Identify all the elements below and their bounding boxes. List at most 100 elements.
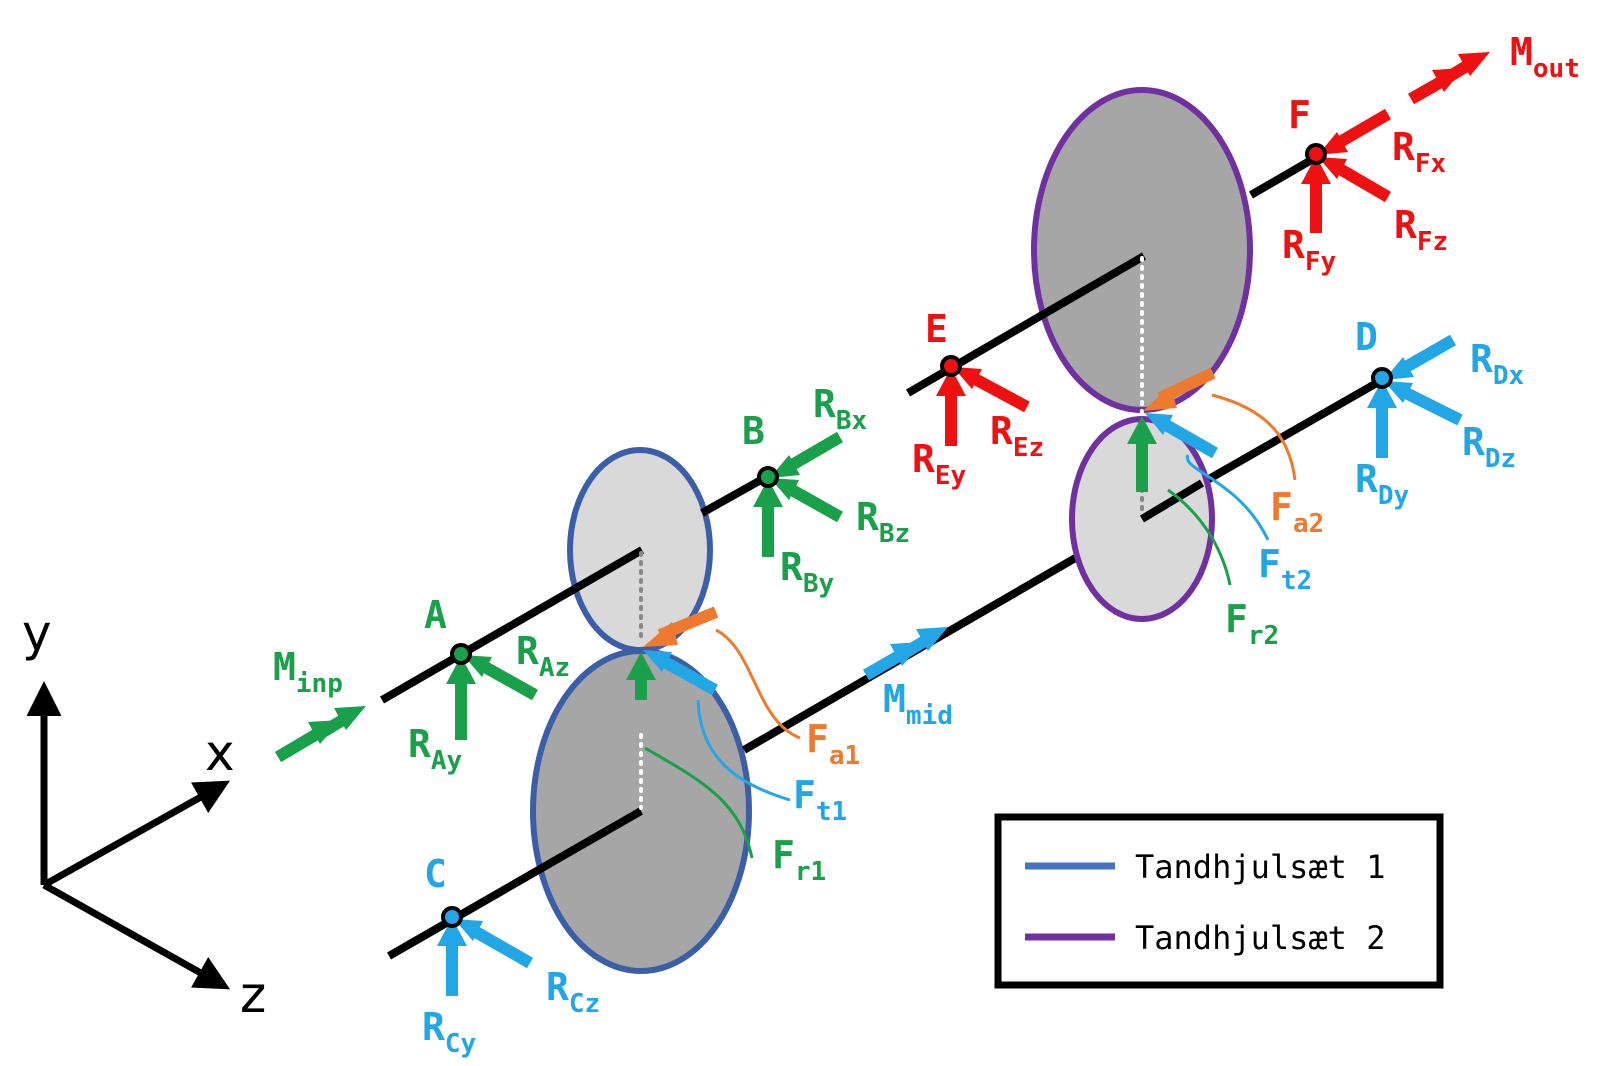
- r-ez-label: REz: [990, 409, 1044, 463]
- input-shaft-rear: [700, 472, 770, 517]
- r-dx-arrow: [1403, 334, 1456, 373]
- r-cz-arrow: [473, 926, 533, 969]
- r-dy-arrowhead: [1367, 380, 1397, 408]
- legend-label-1: Tandhjulsæt 1: [1135, 848, 1385, 886]
- r-dz-arrowhead: [1384, 381, 1413, 403]
- m-out-label: Mout: [1510, 30, 1580, 84]
- r-fz-label: RFz: [1394, 203, 1448, 257]
- y-axis-label: y: [22, 604, 52, 662]
- output-shaft-front: [905, 314, 1040, 397]
- gear-3-large: [1031, 87, 1253, 413]
- moment-out: [1408, 52, 1490, 105]
- f-a1-label: Fa1: [806, 717, 860, 771]
- bearing-d-label: D: [1355, 315, 1378, 359]
- bearing-b-point: [757, 466, 779, 488]
- bearing-f-point: [1305, 143, 1327, 165]
- f-r2-label: Fr2: [1225, 597, 1279, 651]
- coordinate-axes: y x z: [22, 604, 266, 1024]
- r-fz-arrow: [1336, 163, 1392, 203]
- bearing-e-label: E: [925, 307, 948, 351]
- middle-shaft-rear: [1200, 376, 1384, 487]
- f-r2-leader: [1167, 488, 1232, 586]
- gear-mesh-2-forces: [1127, 367, 1297, 586]
- legend-box: [994, 813, 1444, 989]
- r-dz-label: RDz: [1462, 420, 1516, 474]
- f-a2-arrowhead: [1143, 386, 1177, 411]
- r-ay-arrowhead: [446, 656, 476, 684]
- f-t2-leader: [1185, 454, 1270, 541]
- moment-inp: [274, 706, 366, 763]
- r-dx-label: RDx: [1470, 337, 1524, 391]
- r-bz-arrow: [789, 484, 843, 523]
- f-a2-leader: [1211, 393, 1297, 481]
- bearing-d: [1367, 334, 1463, 458]
- bearing-b: [753, 431, 844, 557]
- bearing-a: [446, 643, 538, 740]
- r-bx-arrow: [788, 431, 844, 471]
- bearing-d-point: [1371, 367, 1393, 389]
- m-out-head-2: [1458, 52, 1490, 76]
- bearing-c-label: C: [424, 852, 447, 896]
- r-ez-arrow: [972, 373, 1030, 413]
- bearing-b-label: B: [742, 409, 765, 453]
- middle-shaft-front: [387, 807, 643, 960]
- r-az-arrowhead: [463, 655, 492, 677]
- f-a1-arrowhead: [643, 622, 678, 647]
- f-r1-label: Fr1: [772, 833, 826, 887]
- r-fx-arrow: [1336, 108, 1392, 148]
- z-axis-line: [42, 881, 231, 990]
- f-r1-leader: [644, 746, 754, 859]
- f-r2-arrowhead: [1127, 416, 1157, 444]
- r-fz-arrowhead: [1318, 157, 1347, 179]
- m-mid-head-2: [916, 627, 948, 651]
- f-t2-label: Ft2: [1258, 542, 1312, 596]
- r-cy-arrowhead: [437, 918, 467, 946]
- r-bz-label: RBz: [856, 495, 910, 549]
- gear-mesh-1-forces: [626, 606, 801, 859]
- r-fy-arrowhead: [1301, 156, 1331, 184]
- f-t1-leader: [696, 699, 791, 802]
- f-t1-arrow: [662, 656, 718, 696]
- m-inp-label: Minp: [273, 645, 343, 699]
- r-ey-arrowhead: [936, 368, 966, 396]
- f-t2-arrow: [1163, 419, 1218, 459]
- bearing-e-point: [940, 355, 962, 377]
- x-axis-line: [42, 780, 231, 889]
- r-cz-arrowhead: [454, 919, 483, 941]
- x-axis-label: x: [205, 724, 235, 782]
- bearing-c-point: [441, 906, 463, 928]
- legend-label-2: Tandhjulsæt 2: [1135, 919, 1385, 957]
- r-ey-label: REy: [912, 437, 966, 491]
- middle-shaft-inner: [1139, 479, 1205, 523]
- moment-mid: [862, 627, 948, 681]
- bearing-a-label: A: [424, 593, 447, 637]
- m-inp-head-2: [334, 706, 366, 730]
- r-bz-arrowhead: [770, 478, 799, 500]
- r-ez-arrowhead: [953, 367, 982, 389]
- output-shaft-inner: [1034, 252, 1147, 322]
- bearing-a-point: [450, 643, 472, 665]
- r-az-arrow: [482, 661, 538, 701]
- r-dy-label: RDy: [1355, 457, 1409, 511]
- m-inp-shaft-1: [274, 725, 326, 763]
- r-cz-label: RCz: [546, 965, 600, 1019]
- r-by-arrowhead: [753, 479, 783, 507]
- r-dz-arrow: [1403, 387, 1463, 426]
- r-cy-label: RCy: [422, 1005, 476, 1059]
- r-ay-label: RAy: [408, 722, 462, 776]
- bearing-f-label: F: [1288, 93, 1311, 137]
- f-a1-leader: [715, 628, 801, 740]
- r-fy-label: RFy: [1282, 223, 1336, 277]
- z-axis-label: z: [240, 966, 266, 1024]
- m-mid-label: Mmid: [883, 677, 953, 731]
- f-t2-arrowhead: [1145, 413, 1173, 435]
- bearing-f: [1301, 108, 1392, 233]
- r-bx-label: RBx: [813, 382, 867, 436]
- f-a2-label: Fa2: [1270, 485, 1324, 539]
- r-az-label: RAz: [516, 629, 570, 683]
- f-t1-arrowhead: [643, 650, 672, 672]
- f-t1-label: Ft1: [793, 773, 847, 827]
- f-r1-arrowhead: [626, 652, 656, 680]
- bearing-c: [437, 906, 533, 996]
